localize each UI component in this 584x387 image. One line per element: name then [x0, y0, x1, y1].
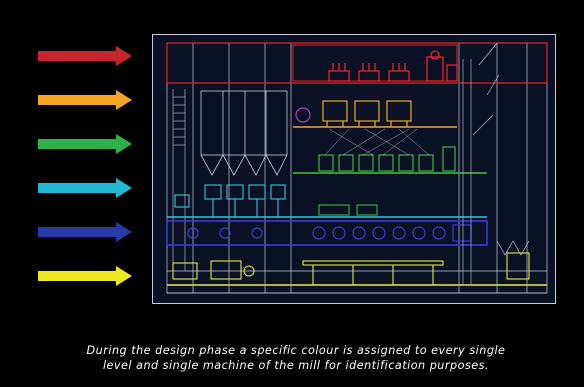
- arrow-fourth-shape: [38, 178, 132, 198]
- silo-bins: [200, 90, 288, 176]
- level-cyan: [167, 184, 487, 218]
- mill-schematic: [166, 42, 548, 294]
- arrow-third-shape: [38, 134, 132, 154]
- level-red-top: [166, 42, 548, 84]
- bucket-elevator: [462, 42, 500, 285]
- caption-line-2: level and single machine of the mill for…: [102, 359, 490, 372]
- arrow-second-shape: [38, 90, 132, 110]
- level-yellow-ground: [167, 240, 547, 286]
- level-orange: [293, 100, 457, 128]
- level-green: [293, 128, 487, 174]
- arrow-second: [38, 90, 132, 110]
- mill-cross-section-drawing: [152, 34, 556, 304]
- arrow-third: [38, 134, 132, 154]
- caption: During the design phase a specific colou…: [20, 343, 572, 373]
- arrow-fourth: [38, 178, 132, 198]
- level-arrows: [34, 40, 138, 300]
- arrow-top: [38, 46, 132, 66]
- arrow-ground-shape: [38, 266, 132, 286]
- level-blue: [166, 220, 488, 246]
- arrow-fifth: [38, 222, 132, 242]
- arrow-top-shape: [38, 46, 132, 66]
- arrow-ground: [38, 266, 132, 286]
- caption-line-1: During the design phase a specific colou…: [86, 344, 506, 357]
- stair-tower: [172, 89, 186, 271]
- arrow-fifth-shape: [38, 222, 132, 242]
- level-arrows-graphic: [38, 46, 132, 286]
